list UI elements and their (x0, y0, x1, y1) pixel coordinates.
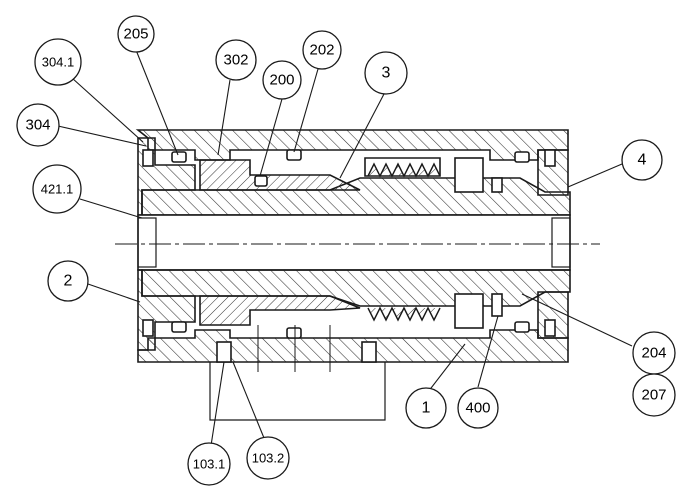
bolt-bracket (209, 362, 386, 421)
setscrew-left-lower (142, 319, 154, 337)
bore-area (137, 214, 571, 271)
callout-421-1: 421.1 (32, 164, 82, 214)
callout-103-2: 103.2 (246, 436, 290, 480)
bore-step-right (551, 217, 571, 268)
rotating-ring-upper (199, 159, 361, 191)
upper-half-section (135, 129, 571, 216)
leader-2 (87, 283, 141, 303)
svg-text:1: 1 (422, 400, 431, 417)
svg-text:302: 302 (223, 52, 248, 69)
svg-text:207: 207 (641, 387, 666, 404)
housing-top (135, 129, 569, 161)
callout-400: 400 (457, 387, 499, 429)
leader-205 (135, 49, 179, 156)
leader-1 (427, 343, 466, 393)
svg-text:304.1: 304.1 (42, 55, 75, 70)
setscrew-right-upper (544, 149, 556, 167)
callout-302: 302 (215, 39, 257, 81)
svg-text:103.2: 103.2 (252, 451, 285, 466)
oring-404-upper (491, 177, 503, 193)
oring-right-upper (514, 151, 530, 163)
leader-400 (477, 315, 499, 388)
callout-2: 2 (47, 260, 89, 302)
leader-304 (57, 125, 147, 147)
svg-text:205: 205 (123, 26, 148, 43)
callout-207: 207 (632, 373, 676, 417)
leader-3 (339, 93, 385, 179)
oring-200 (254, 175, 268, 187)
leader-lines (57, 49, 633, 453)
leader-200 (259, 98, 283, 177)
svg-text:2: 2 (64, 273, 73, 290)
callout-304: 304 (16, 103, 60, 147)
bolt-103-1 (216, 341, 232, 363)
callout-1: 1 (405, 387, 447, 429)
oring-right-lower (514, 321, 530, 333)
svg-text:4: 4 (638, 152, 647, 169)
callout-202: 202 (302, 30, 342, 70)
svg-text:3: 3 (382, 65, 391, 82)
lower-half-section (137, 269, 571, 421)
callout-304-1: 304.1 (34, 38, 82, 86)
spring-zigzag-lower (367, 306, 441, 322)
bore-step-left (137, 217, 157, 268)
callout-4: 4 (621, 139, 663, 181)
leader-302 (217, 79, 231, 156)
svg-text:304: 304 (25, 117, 50, 134)
leader-103-1 (209, 361, 225, 453)
callout-200: 200 (262, 60, 302, 100)
shaft-bore (115, 214, 600, 271)
setscrew-right-lower (544, 319, 556, 337)
leader-204 (521, 293, 633, 347)
svg-text:103.1: 103.1 (193, 457, 226, 472)
rotating-ring-lower (199, 295, 361, 326)
svg-text:204: 204 (641, 345, 666, 362)
callout-204: 204 (632, 331, 676, 375)
leader-304-1 (71, 77, 144, 143)
callout-205: 205 (117, 15, 155, 53)
callout-103-1: 103.1 (187, 442, 231, 486)
oring-400 (491, 293, 503, 317)
leader-421-1 (79, 198, 143, 219)
oring-202 (286, 149, 302, 161)
seal-block-upper (454, 157, 484, 193)
seal-block-lower (454, 293, 484, 329)
spring-zigzag-upper (367, 162, 441, 178)
callout-3: 3 (364, 51, 408, 95)
leader-202 (293, 68, 319, 153)
leader-103-2 (232, 361, 265, 439)
oring-left-lower (171, 321, 187, 333)
housing-bottom (137, 329, 569, 363)
svg-text:200: 200 (269, 72, 294, 89)
oring-mid-lower (286, 327, 302, 339)
bolt-right (361, 341, 377, 363)
leader-4 (567, 163, 623, 188)
oring-205 (171, 151, 187, 163)
svg-text:421.1: 421.1 (41, 182, 74, 197)
svg-text:202: 202 (309, 42, 334, 59)
setscrew-left-upper (142, 149, 154, 167)
svg-text:400: 400 (465, 400, 490, 417)
